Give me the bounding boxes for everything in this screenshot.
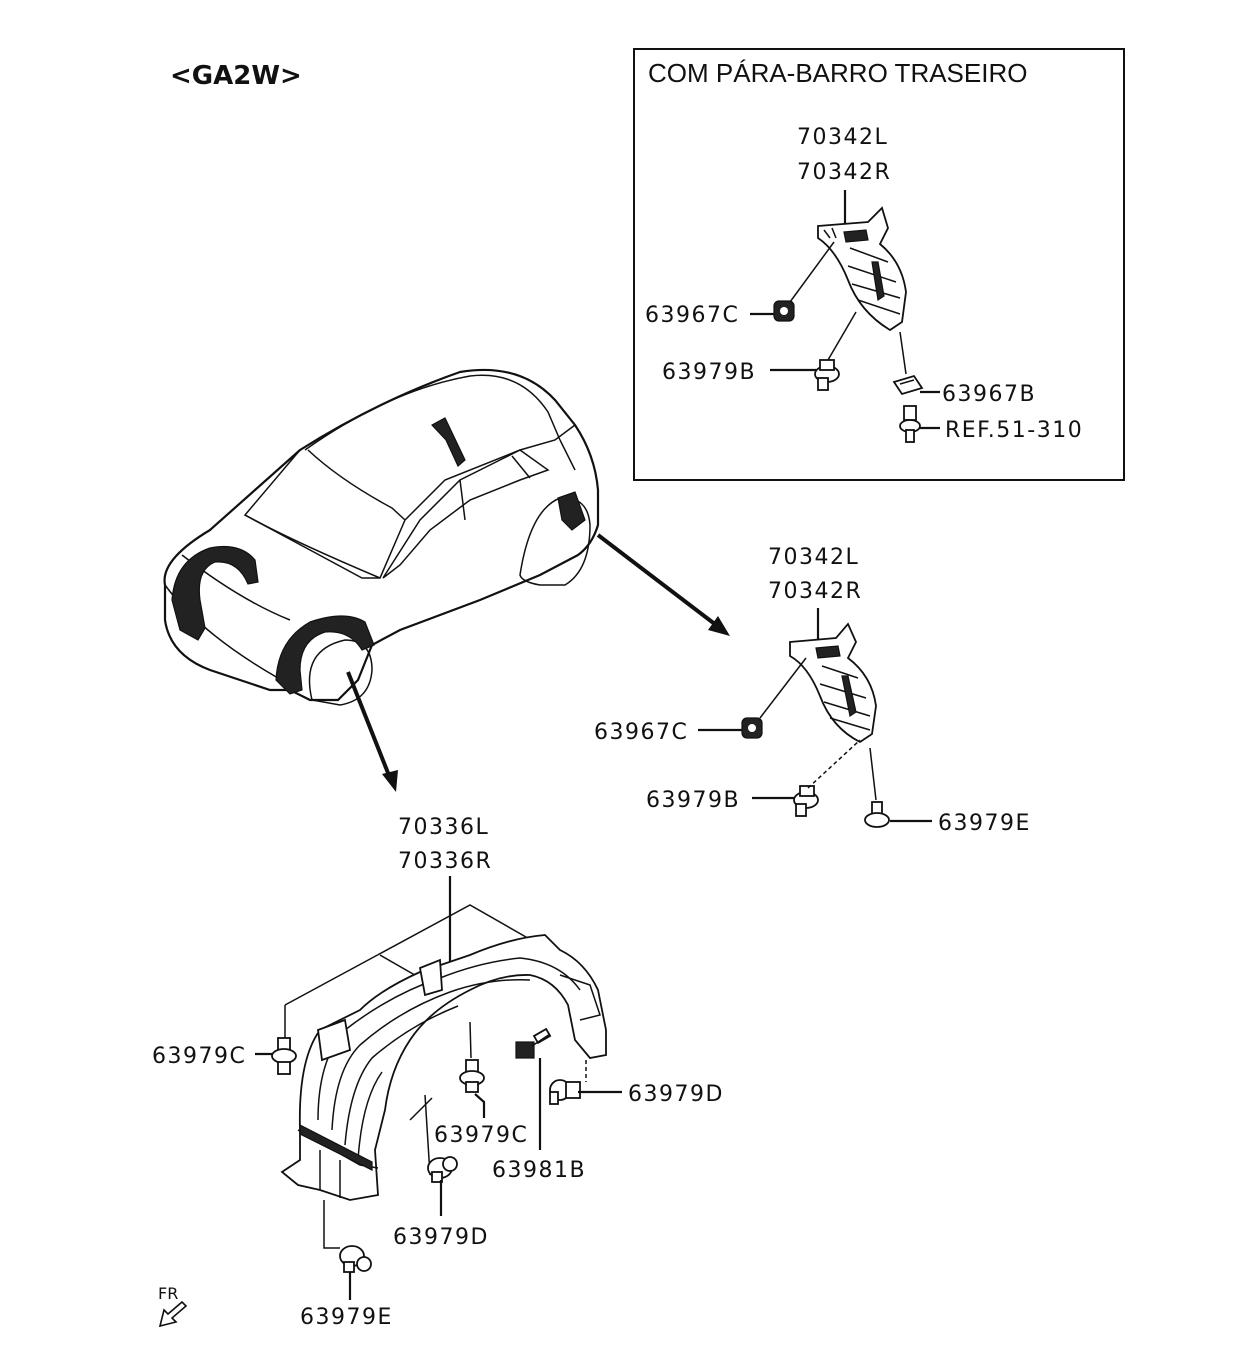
inset-rear-liner-part	[817, 206, 907, 332]
front-clip-63979d-right	[549, 1079, 581, 1105]
inset-label-63967b: 63967B	[942, 382, 1036, 407]
front-liner-part	[280, 934, 607, 1201]
front-clip-63979d-bottom	[427, 1156, 458, 1183]
inset-guide-63967c	[789, 241, 835, 303]
front-label-70336r: 70336R	[398, 849, 492, 874]
rear-guide-63979b	[807, 739, 861, 789]
rear-label-70342l: 70342L	[768, 545, 859, 570]
front-label-63979d-bottom: 63979D	[393, 1225, 489, 1250]
inset-label-ref: REF.51-310	[945, 418, 1083, 443]
rear-clip-63979b	[793, 785, 819, 817]
rear-label-63967c: 63967C	[594, 720, 688, 745]
front-ref-bracket	[284, 904, 541, 1006]
front-label-63981b: 63981B	[492, 1158, 586, 1183]
front-guide-63979c-mid	[469, 1021, 472, 1059]
rear-label-63979b: 63979B	[646, 788, 740, 813]
front-guide-63979e	[323, 1200, 340, 1249]
rear-label-70342r: 70342R	[768, 579, 862, 604]
inset-guide-63979b	[827, 311, 857, 361]
rear-screw-63979e	[864, 801, 890, 828]
inset-label-63979b: 63979B	[662, 360, 756, 385]
inset-label-70342r: 70342R	[797, 160, 891, 185]
inset-box	[633, 48, 1125, 481]
rear-liner-part	[789, 622, 877, 744]
fr-label: FR	[158, 1284, 178, 1303]
rear-label-63979e: 63979E	[938, 811, 1031, 836]
model-code: <GA2W>	[170, 61, 302, 91]
inset-label-63967c: 63967C	[645, 303, 739, 328]
inset-clip-63979b	[814, 359, 840, 391]
car-body	[163, 368, 600, 706]
fr-arrow-icon	[158, 1300, 188, 1328]
inset-guide-63967b	[899, 331, 907, 375]
inset-nut-63967c	[773, 300, 795, 322]
front-label-70336l: 70336L	[398, 815, 489, 840]
front-label-63979c-left: 63979C	[152, 1044, 246, 1069]
inset-label-70342l: 70342L	[797, 125, 888, 150]
inset-clip-63967b	[892, 374, 924, 396]
front-bolt-63981b	[515, 1027, 552, 1059]
front-label-63979c-mid: 63979C	[434, 1123, 528, 1148]
arrow-to-front-liner	[346, 671, 398, 792]
front-clip-63979e	[339, 1245, 372, 1273]
arrow-to-rear-liner	[596, 533, 730, 636]
front-clip-63979c-mid	[459, 1059, 485, 1093]
front-leader-63979c-mid	[474, 1093, 486, 1118]
front-label-63979d-right: 63979D	[628, 1082, 724, 1107]
rear-nut-63967c	[741, 717, 763, 739]
inset-ref-screw	[899, 405, 921, 443]
rear-guide-63979e	[869, 747, 877, 801]
inset-title: COM PÁRA-BARRO TRASEIRO	[648, 58, 1027, 88]
rear-guide-63967c	[759, 657, 807, 719]
front-label-63979e: 63979E	[300, 1305, 393, 1330]
front-clip-63979c-left	[271, 1037, 297, 1075]
